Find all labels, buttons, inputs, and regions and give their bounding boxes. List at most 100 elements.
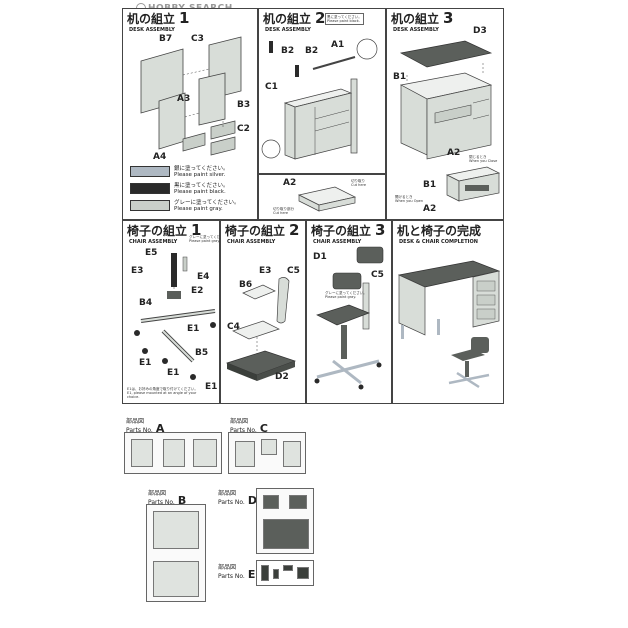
desk1-label-c3: C3 [191,34,204,44]
desk1-label-b7: B7 [159,34,173,44]
chair1-angle-note: E1は、お好みの角度で取り付けてください。E1, please mounted … [127,387,198,399]
parts-c-sprue [228,432,306,474]
complete-subtitle: DESK & CHAIR COMPLETION [399,239,478,245]
parts-b-part [153,561,199,597]
chair3-label-d1: D1 [313,252,327,262]
chair2-label-c5: C5 [287,266,300,276]
chair2-subtitle: CHAIR ASSEMBLY [227,239,276,245]
parts-e-sprue [256,560,314,586]
parts-e-part [273,569,279,579]
completion-drawing [397,260,501,389]
chair1-label-e4: E4 [197,272,210,282]
chair2-label-e3: E3 [259,266,272,276]
parts-c-jp: 部品図 [230,418,249,425]
completion-panel: 机と椅子の完成 DESK & CHAIR COMPLETION [392,220,504,404]
parts-d-label: Parts No.D [218,494,257,507]
chair1-label-e5: E5 [145,248,158,258]
desk3-label-b1a: B1 [393,72,407,82]
chair1-gray-note: グレーに塗ってください。Please paint gray. [189,235,231,243]
chair3-gray-note: グレーに塗ってください。Please paint gray. [325,291,367,299]
desk2-drawing [261,38,378,160]
parts-b-jp: 部品図 [148,490,167,497]
parts-c-label: Parts No.C [230,422,268,435]
chair1-label-e2: E2 [191,286,204,296]
paint-note-gray: グレーに塗ってください。Please paint gray. [174,200,240,212]
parts-e-jp: 部品図 [218,564,237,571]
parts-e-part [297,567,309,579]
desk1-label-a4: A4 [153,152,167,162]
desk2-label-c1: C1 [265,82,278,92]
desk1-label-c2: C2 [237,124,250,134]
paint-legend: 銀に塗ってください。Please paint silver. 黒に塗ってください… [130,166,254,216]
chair2-drawing [225,277,297,381]
desk2-label-b2a: B2 [281,46,295,56]
paint-swatch-black [130,183,170,194]
desk3-label-a2a: A2 [447,148,461,158]
desk1-drawing [140,36,242,156]
chair1-label-e1b: E1 [139,358,152,368]
chair1-label-e1d: E1 [205,382,218,392]
parts-e-part [261,565,269,581]
parts-d-part [263,495,279,509]
desk3-label-d3: D3 [473,26,487,36]
parts-b-part [153,511,199,549]
desk2-paint-note: 黒に塗ってください。Please paint black. [325,13,364,25]
chair1-label-e3: E3 [131,266,144,276]
desk1-label-a3: A3 [177,94,191,104]
parts-c-part [283,441,301,467]
desk1-label-b3: B3 [237,100,251,110]
chair2-label-d2: D2 [275,372,289,382]
parts-e-label: Parts No.E [218,568,256,581]
chair3-label-c5: C5 [371,270,384,280]
chair1-label-e1c: E1 [167,368,180,378]
chair1-subtitle: CHAIR ASSEMBLY [129,239,178,245]
parts-d-part [263,519,309,549]
desk2-label-a1: A1 [331,40,345,50]
paint-note-silver: 銀に塗ってください。Please paint silver. [174,166,229,178]
desk3-label-a2b: A2 [423,204,437,214]
parts-a-jp: 部品図 [126,418,145,425]
paint-note-black: 黒に塗ってください。Please paint black. [174,183,229,195]
parts-d-jp: 部品図 [218,490,237,497]
paint-swatch-silver [130,166,170,177]
parts-a-part [193,439,217,467]
parts-a-label: Parts No.A [126,422,165,435]
chair2-label-b6: B6 [239,280,253,290]
desk1-subtitle: DESK ASSEMBLY [129,27,175,33]
desk3-subtitle: DESK ASSEMBLY [393,27,439,33]
chair3-drawing [314,246,384,390]
parts-c-part [235,441,255,467]
parts-d-sprue [256,488,314,554]
desk3-label-b1b: B1 [423,180,437,190]
parts-a-part [131,439,153,467]
parts-b-label: Parts No.B [148,494,187,507]
parts-d-part [289,495,307,509]
desk2-label-b2b: B2 [305,46,319,56]
parts-e-part [283,565,293,571]
complete-title: 机と椅子の完成 [397,224,482,238]
parts-c-part [261,439,277,455]
desk3-drawing [399,40,501,202]
chair3-subtitle: CHAIR ASSEMBLY [313,239,362,245]
chair1-label-b5: B5 [195,348,209,358]
cut-label-a2: A2 [283,178,297,188]
desk2-subtitle: DESK ASSEMBLY [265,27,311,33]
cut-drawing [297,186,357,212]
chair1-drawing [134,253,216,380]
